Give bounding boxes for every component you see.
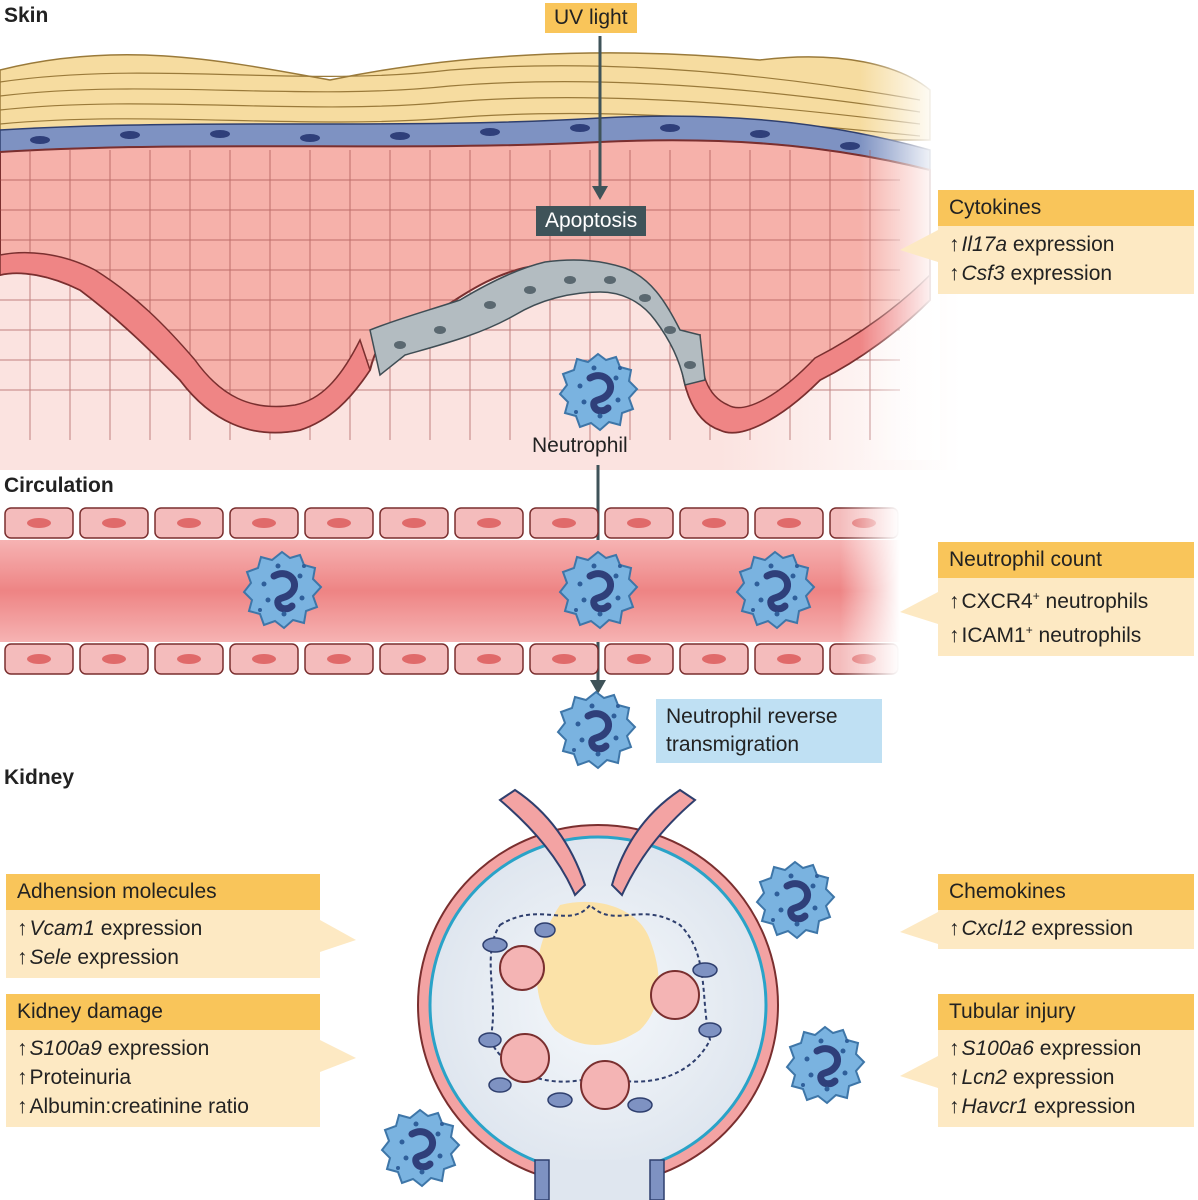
reverse-transmigration-line-1: Neutrophil reverse	[666, 705, 838, 728]
reverse-transmigration-tag: Neutrophil reverse transmigration	[656, 699, 882, 763]
section-kidney-label: Kidney	[4, 766, 75, 789]
adhesion-molecules-title: Adhension molecules	[6, 874, 320, 910]
kidney-neutrophil-1	[757, 862, 834, 938]
kidney-damage-line-2: ↑Proteinuria	[17, 1066, 132, 1089]
tubular-injury-line-2: ↑Lcn2 expression	[949, 1066, 1115, 1089]
tubular-injury-title: Tubular injury	[938, 994, 1194, 1030]
neutrophil-label: Neutrophil	[532, 434, 628, 457]
kidney-neutrophil-2	[787, 1027, 864, 1103]
transmigrated-neutrophil	[558, 692, 635, 768]
chemokines-box: Chemokines ↑Cxcl12 expression	[938, 874, 1194, 949]
box-pointers	[320, 230, 938, 1088]
neutrophil-count-line-2: ↑ICAM1+ neutrophils	[949, 623, 1142, 647]
adhesion-molecules-box: Adhension molecules ↑Vcam1 expression ↑S…	[6, 874, 320, 978]
section-circulation-label: Circulation	[4, 474, 114, 497]
chemokines-title: Chemokines	[938, 874, 1194, 910]
neutrophil-count-title: Neutrophil count	[938, 542, 1194, 578]
tubular-injury-line-3: ↑Havcr1 expression	[949, 1095, 1136, 1118]
blood-vessel	[0, 500, 900, 680]
chemokines-line-1: ↑Cxcl12 expression	[949, 917, 1134, 940]
tubular-injury-box: Tubular injury ↑S100a6 expression ↑Lcn2 …	[938, 994, 1194, 1127]
kidney-damage-line-3: ↑Albumin:creatinine ratio	[17, 1095, 249, 1118]
apoptosis-tag: Apoptosis	[536, 206, 647, 236]
reverse-transmigration-line-2: transmigration	[666, 733, 800, 756]
kidney-damage-title: Kidney damage	[6, 994, 320, 1030]
neutrophil-count-box: Neutrophil count ↑CXCR4+ neutrophils ↑IC…	[938, 542, 1194, 656]
glomerulus	[417, 788, 779, 1200]
tubular-injury-line-1: ↑S100a6 expression	[949, 1037, 1142, 1060]
uv-light-tag: UV light	[545, 3, 637, 33]
adhesion-line-1: ↑Vcam1 expression	[17, 917, 203, 940]
kidney-neutrophil-3	[382, 1110, 459, 1186]
cytokines-line-1: ↑Il17a expression	[949, 233, 1115, 256]
adhesion-line-2: ↑Sele expression	[17, 946, 179, 969]
cytokines-box: Cytokines ↑Il17a expression ↑Csf3 expres…	[938, 190, 1194, 294]
section-skin-label: Skin	[4, 4, 49, 27]
cytokines-line-2: ↑Csf3 expression	[949, 262, 1113, 285]
cytokines-title: Cytokines	[938, 190, 1194, 226]
skin-layers	[0, 40, 960, 470]
kidney-damage-line-1: ↑S100a9 expression	[17, 1037, 210, 1060]
neutrophil-count-line-1: ↑CXCR4+ neutrophils	[949, 589, 1149, 613]
kidney-damage-box: Kidney damage ↑S100a9 expression ↑Protei…	[6, 994, 320, 1127]
